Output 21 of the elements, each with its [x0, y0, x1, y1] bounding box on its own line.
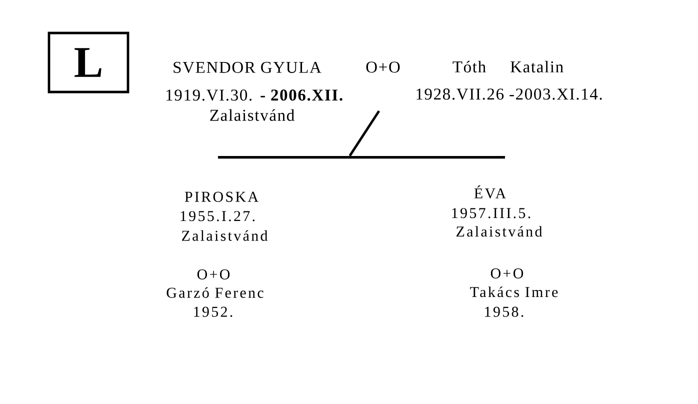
- person-name: ÉVA: [474, 185, 506, 199]
- life-dates: 1919.VI.30. - 2006.XII.: [166, 90, 342, 101]
- place-name: Zalaistvánd: [456, 226, 542, 237]
- birth-year: 1952.: [194, 306, 232, 317]
- marriage-sign: O+O: [197, 269, 230, 280]
- person-name: PIROSKA: [184, 192, 258, 202]
- place-name: Zalaistvánd: [210, 109, 294, 121]
- horizontal-line: [218, 156, 505, 159]
- marriage-sign: O+O: [490, 268, 524, 278]
- birth-year: 1958.: [485, 306, 524, 317]
- person-name: SVENDOR GYULA: [174, 62, 322, 74]
- connector-line: [348, 110, 380, 156]
- life-dates: 1928.VII.26 -2003.XI.14.: [416, 88, 602, 100]
- spouse-name: Takács Imre: [470, 286, 558, 298]
- birth-date: 1957.III.5.: [452, 208, 530, 218]
- birth-date: 1955.I.27.: [180, 211, 255, 222]
- letter-box: L: [48, 32, 130, 94]
- person-name: Tóth Katalin: [452, 60, 564, 72]
- marriage-sign: O+O: [366, 62, 400, 73]
- place-name: Zalaistvánd: [182, 230, 268, 241]
- spouse-name: Garzó Ferenc: [166, 287, 264, 298]
